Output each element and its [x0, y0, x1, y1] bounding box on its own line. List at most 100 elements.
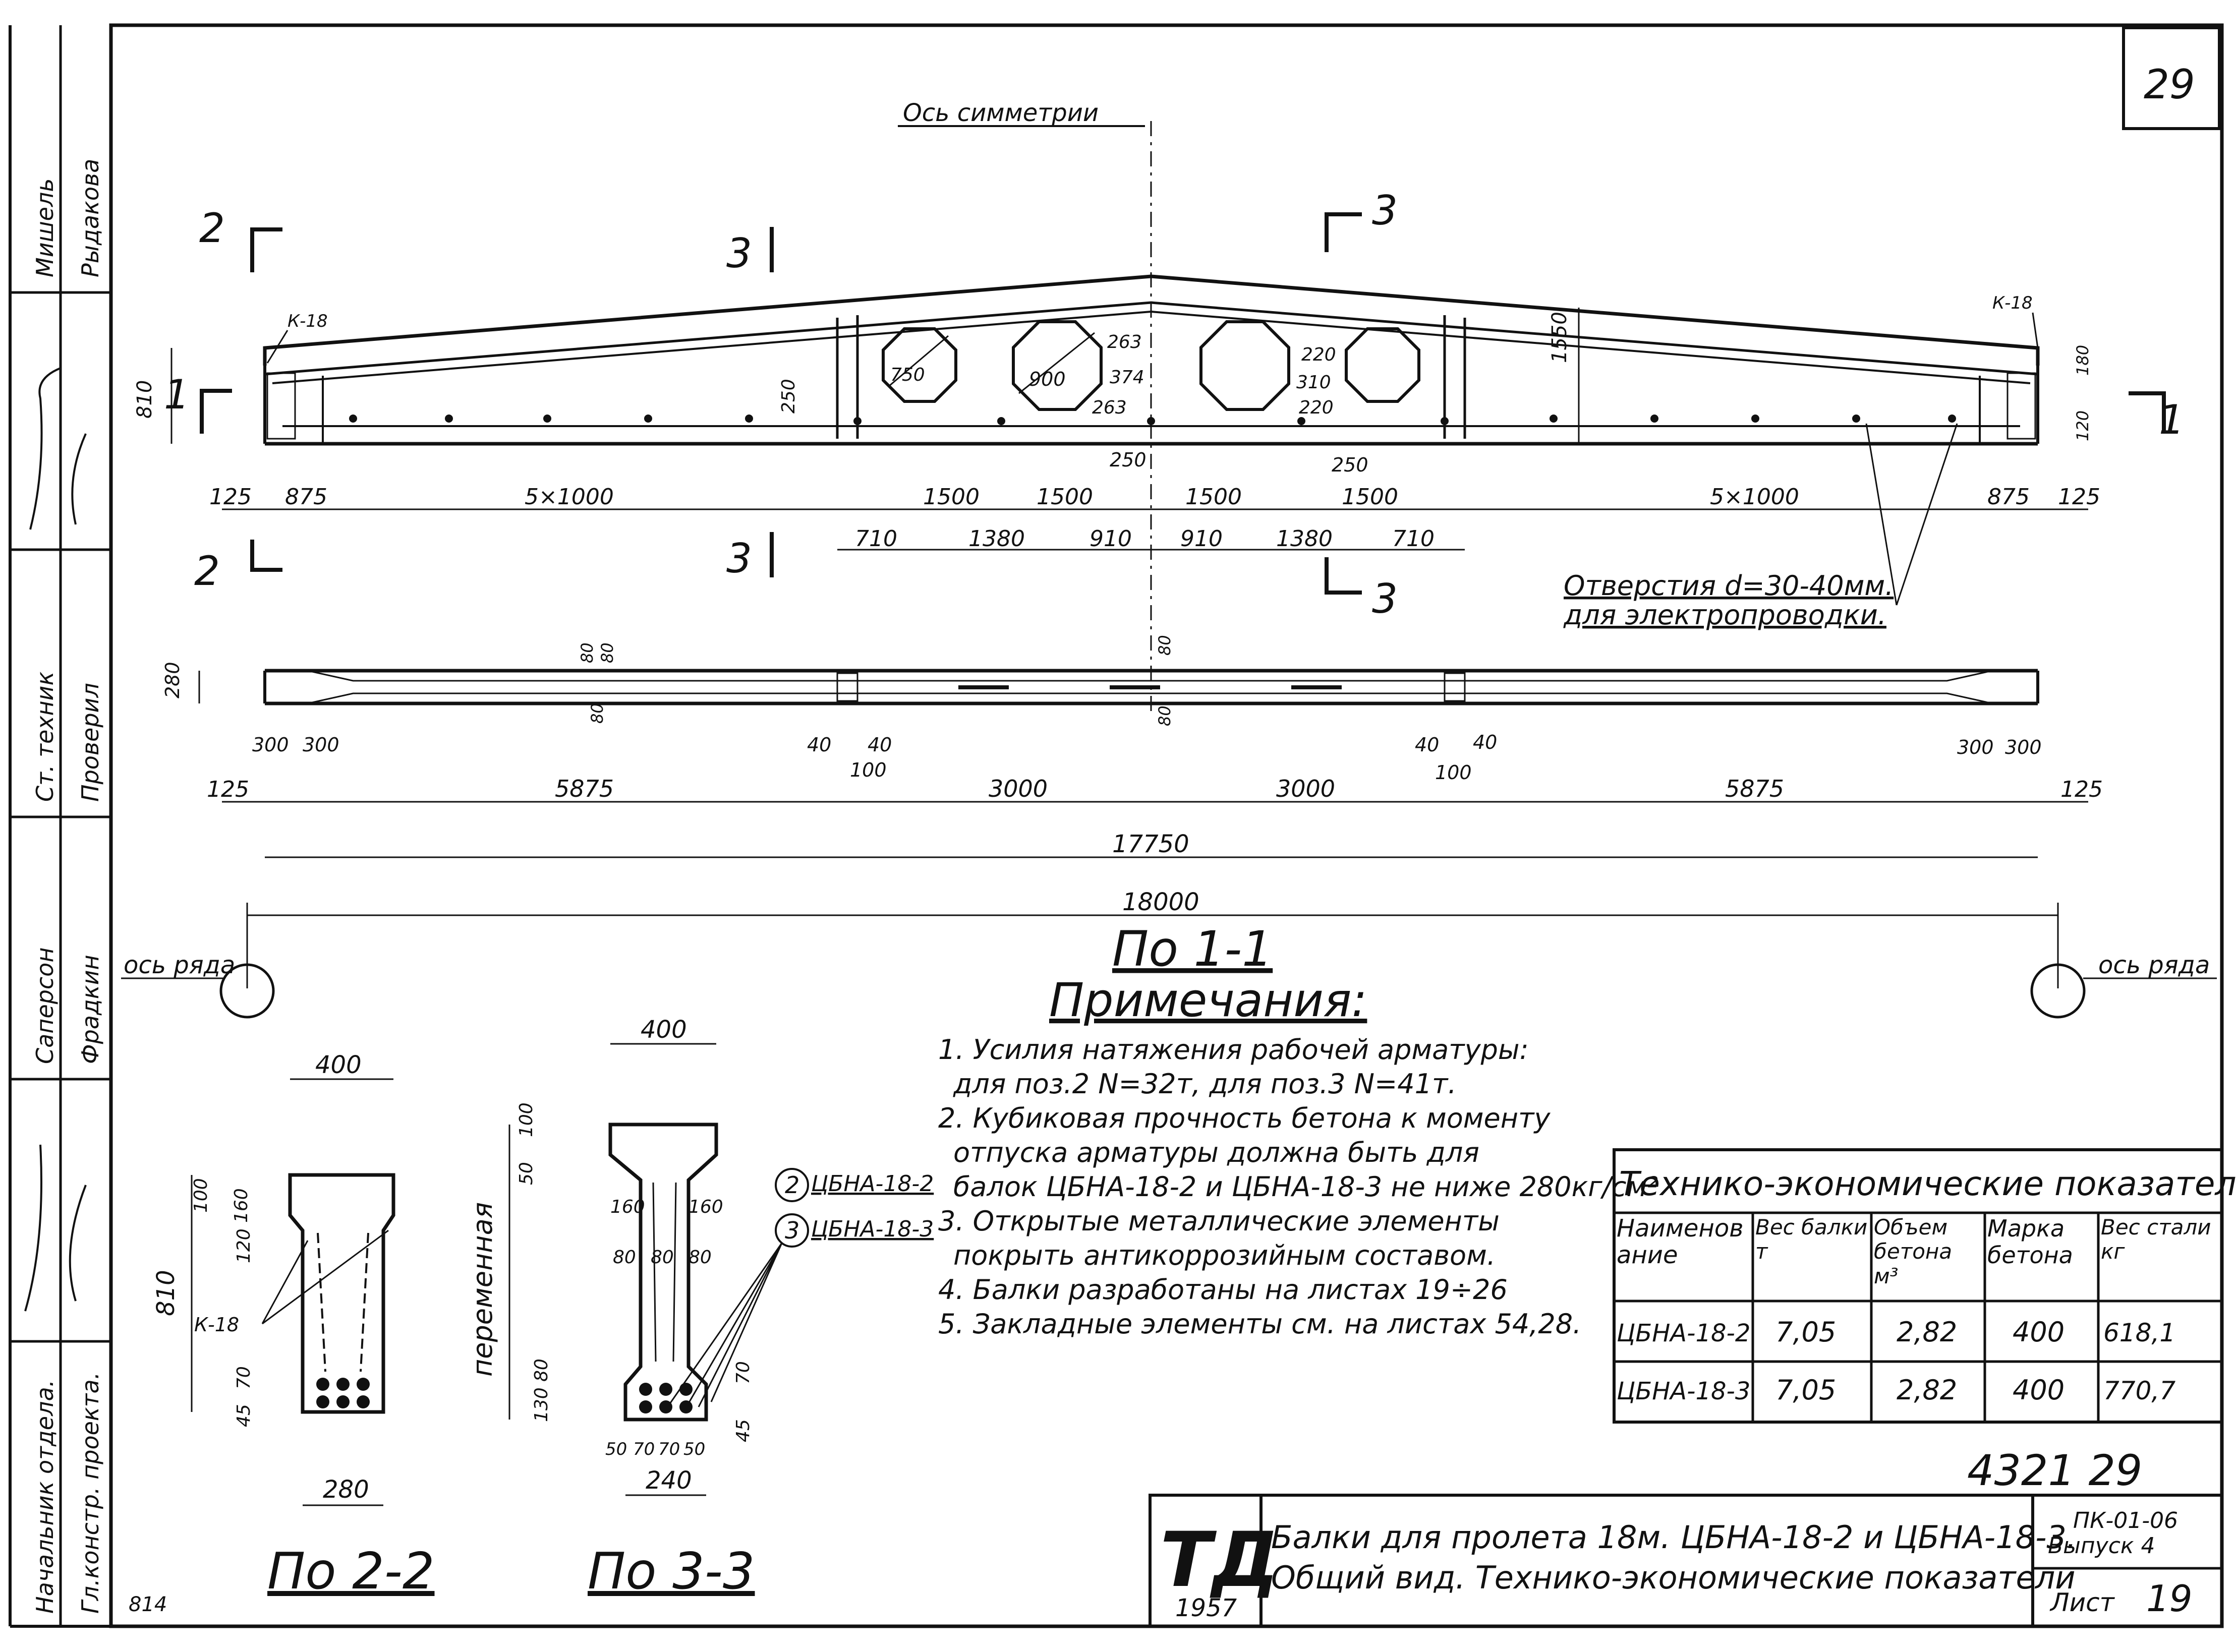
- svg-text:2: 2: [199, 205, 225, 252]
- stamp-title-2: Общий вид. Технико-экономические показат…: [1271, 1559, 2076, 1596]
- tep-row1-steel: 618,1: [2103, 1318, 2175, 1347]
- svg-text:45: 45: [733, 1419, 754, 1442]
- svg-text:ось ряда: ось ряда: [2098, 951, 2210, 979]
- svg-text:875: 875: [1987, 484, 2030, 510]
- section-3-3: 400 переменная 50 100 160 160 80 80 80 1…: [467, 1016, 754, 1496]
- svg-text:3: 3: [726, 230, 752, 277]
- tep-header-name: Наименование: [1617, 1215, 1744, 1269]
- svg-text:45: 45: [234, 1404, 254, 1427]
- svg-text:80: 80: [613, 1247, 636, 1268]
- svg-text:80: 80: [598, 642, 617, 663]
- svg-text:80: 80: [689, 1247, 712, 1268]
- svg-text:100: 100: [516, 1102, 537, 1137]
- svg-text:1. Усилия натяжения рабочей ар: 1. Усилия натяжения рабочей арматуры:: [938, 1034, 1529, 1066]
- svg-text:70: 70: [733, 1361, 754, 1384]
- side-name-4: Фрадкин: [77, 955, 104, 1064]
- svg-text:ЦБНА-18-3: ЦБНА-18-3: [811, 1216, 934, 1242]
- k18-section: К-18: [194, 1314, 239, 1336]
- svg-text:50: 50: [605, 1439, 627, 1459]
- svg-text:130: 130: [531, 1387, 552, 1422]
- total-18000: 18000: [1122, 888, 1199, 916]
- elevation-dim-rows: 125 875 5×1000 1500 1500 1500 1500 5×100…: [209, 484, 2100, 552]
- svg-text:300: 300: [252, 734, 289, 756]
- svg-text:250: 250: [1332, 454, 1368, 476]
- svg-text:3: 3: [726, 535, 752, 582]
- svg-text:1380: 1380: [968, 526, 1025, 552]
- stamp-year: 1957: [1175, 1594, 1237, 1622]
- signature-2: [24, 1144, 87, 1312]
- svg-text:4. Балки разработаны на листах: 4. Балки разработаны на листах 19÷26: [938, 1274, 1508, 1306]
- electrical-holes: [349, 415, 1956, 425]
- beam-plan: [263, 669, 2039, 705]
- elevation-dims: 810 1550 250 750 900 263 374 263 220 310…: [133, 293, 2092, 476]
- axis-row-left: ось ряда: [121, 951, 275, 1019]
- svg-text:1500: 1500: [1037, 484, 1093, 510]
- svg-text:5875: 5875: [555, 775, 614, 802]
- svg-text:125: 125: [207, 777, 249, 802]
- stamp-sheet-no: 19: [2146, 1577, 2193, 1620]
- section-2-2-title: По 2-2: [267, 1542, 435, 1601]
- tep-table-title: Технико-экономические показатели: [1619, 1164, 2236, 1203]
- svg-text:160: 160: [231, 1188, 252, 1223]
- tep-row2-weight: 7,05: [1775, 1374, 1836, 1406]
- holes-note-2: для электропроводки.: [1563, 599, 1886, 631]
- svg-text:263: 263: [1107, 332, 1142, 352]
- svg-text:80: 80: [1155, 635, 1174, 656]
- svg-text:710: 710: [1392, 526, 1435, 552]
- plan-dims: 280 80 80 80 80 80 300 300 300 300 40 40…: [161, 635, 2042, 784]
- svg-text:3000: 3000: [1276, 775, 1335, 802]
- tep-row2-volume: 2,82: [1897, 1374, 1957, 1406]
- svg-text:1380: 1380: [1276, 526, 1333, 552]
- notes-title: Примечания:: [1049, 973, 1367, 1027]
- svg-text:3. Открытые металлические элем: 3. Открытые металлические элементы: [938, 1205, 1500, 1237]
- svg-text:5. Закладные элементы см. на л: 5. Закладные элементы см. на листах 54,2…: [938, 1308, 1581, 1340]
- stamp-logo: ТД: [1160, 1516, 1279, 1604]
- beam-elevation: [263, 274, 2040, 446]
- side-role-1: Гл.констр. проекта.: [77, 1372, 104, 1614]
- svg-text:2. Кубиковая прочность бетона: 2. Кубиковая прочность бетона к моменту: [938, 1102, 1551, 1134]
- svg-text:280: 280: [323, 1476, 369, 1504]
- svg-text:1500: 1500: [1342, 484, 1398, 510]
- svg-text:125: 125: [2060, 777, 2103, 802]
- tep-row1-volume: 2,82: [1897, 1316, 1957, 1348]
- tep-header-volume: Объем бетона м³: [1874, 1215, 1953, 1288]
- svg-text:покрыть антикоррозийным состав: покрыть антикоррозийным составом.: [953, 1240, 1496, 1271]
- svg-text:40: 40: [868, 734, 892, 756]
- svg-text:2: 2: [194, 548, 220, 595]
- svg-text:80: 80: [1155, 705, 1174, 726]
- tep-header-weight: Вес балки т: [1755, 1215, 1868, 1264]
- plan-dim-rows: 125 5875 3000 3000 5875 125 17750 18000: [207, 775, 2103, 988]
- svg-text:900: 900: [1029, 368, 1066, 390]
- stamp-code-2: Выпуск 4: [2048, 1533, 2155, 1559]
- symmetry-axis-label: Ось симметрии: [903, 99, 1099, 127]
- svg-text:220: 220: [1299, 397, 1334, 418]
- svg-text:80: 80: [531, 1359, 552, 1382]
- section-marks: 2 2 3 3 3 3 1 1: [164, 187, 2185, 622]
- svg-text:70: 70: [633, 1439, 655, 1459]
- svg-text:40: 40: [1415, 734, 1439, 756]
- svg-text:750: 750: [890, 365, 925, 385]
- svg-text:280: 280: [161, 662, 184, 698]
- svg-text:100: 100: [1435, 761, 1472, 784]
- signature-1: [29, 367, 87, 530]
- svg-text:263: 263: [1092, 397, 1127, 418]
- axis-row-right: ось ряда: [2030, 951, 2217, 1019]
- svg-text:3: 3: [1372, 575, 1398, 622]
- svg-text:810: 810: [152, 1270, 180, 1316]
- svg-text:70: 70: [234, 1366, 254, 1389]
- stamp-code-1: ПК-01-06: [2073, 1508, 2178, 1533]
- sheet-corner-number: 29: [2144, 61, 2195, 108]
- svg-text:1500: 1500: [1185, 484, 1242, 510]
- k18-left: К-18: [288, 311, 328, 331]
- section-3-3-title: По 3-3: [588, 1542, 755, 1601]
- svg-text:120: 120: [234, 1228, 254, 1263]
- svg-text:180: 180: [2073, 345, 2092, 376]
- svg-text:910: 910: [1090, 526, 1132, 552]
- svg-text:160: 160: [689, 1197, 723, 1217]
- svg-text:ось ряда: ось ряда: [124, 951, 235, 979]
- svg-text:400: 400: [315, 1051, 362, 1079]
- svg-text:125: 125: [209, 484, 252, 510]
- svg-text:250: 250: [1110, 449, 1146, 471]
- svg-text:120: 120: [2073, 410, 2092, 441]
